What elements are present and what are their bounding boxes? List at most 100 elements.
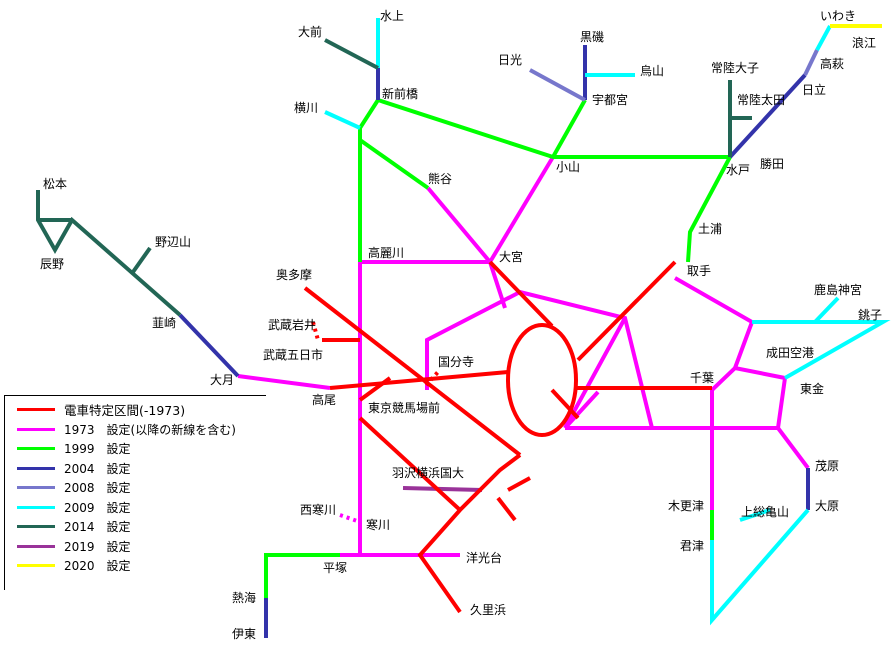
line-loop-diag (550, 388, 580, 420)
station-minakami: 水上 (380, 9, 404, 23)
station-omiya: 大宮 (499, 249, 523, 264)
line-kazusa (710, 508, 810, 626)
station-toride: 取手 (687, 264, 711, 278)
legend-label: 2020 設定 (64, 559, 131, 574)
line-tokaido-south (358, 416, 462, 512)
legend-swatch (17, 447, 55, 451)
station-kashimajingu: 鹿島神宮 (814, 282, 862, 297)
station-takahagi: 高萩 (820, 56, 844, 71)
line-ome (303, 286, 522, 457)
legend-swatch (17, 525, 55, 529)
legend-swatch (17, 544, 55, 548)
station-nirasaki: 韮崎 (152, 316, 176, 330)
line-nikko (529, 68, 586, 102)
station-kuroiso: 黒磯 (580, 30, 604, 44)
station-mobara: 茂原 (815, 459, 839, 473)
yamanote-loop (506, 323, 578, 437)
dotted-branches (311, 321, 440, 524)
line-kokubunji-dotted (424, 370, 440, 387)
station-kokubunji: 国分寺 (438, 355, 474, 369)
station-atami: 熱海 (232, 590, 256, 605)
station-yokodai: 洋光台 (466, 550, 502, 565)
line-toride-ring (576, 260, 677, 362)
station-karasuyama: 烏山 (640, 64, 664, 78)
station-okutama: 奥多摩 (276, 267, 312, 282)
legend-label: 1999 設定 (64, 442, 131, 457)
station-chiba: 千葉 (690, 371, 714, 385)
legend-item: 2019 設定 (5, 537, 266, 557)
station-musashiiwai: 武蔵岩井 (268, 317, 316, 332)
station-hanedayokohama: 羽沢横浜国大 (392, 466, 464, 480)
line-choshi (752, 320, 891, 380)
station-utsunomiya: 宇都宮 (592, 92, 628, 107)
station-matsumoto: 松本 (43, 177, 67, 191)
station-kisarazu: 木更津 (668, 499, 704, 513)
blue-2004-lines (178, 45, 810, 638)
station-shinmaebashi: 新前橋 (382, 86, 418, 101)
station-iwaki: いわき (820, 9, 856, 23)
line-yokosuka-branch-2 (496, 496, 517, 522)
legend-item: 2009 設定 (5, 498, 266, 518)
station-togane: 東金 (800, 381, 824, 396)
station-hitachi: 日立 (802, 82, 826, 97)
line-shinmaebashi-mito (377, 98, 730, 159)
station-tokyokeibajomae: 東京競馬場前 (368, 400, 440, 415)
station-nishisamukawa: 西寒川 (300, 502, 336, 517)
legend-swatch (17, 466, 55, 470)
legend-swatch (17, 564, 55, 568)
line-samukawa-dotted (339, 513, 361, 524)
station-takao: 高尾 (312, 392, 336, 407)
purple-2019-lines (402, 486, 483, 492)
red-specific-lines (303, 260, 712, 614)
legend-label: 2004 設定 (64, 461, 131, 476)
station-nikko: 日光 (498, 53, 522, 67)
line-shonan (358, 376, 392, 402)
station-mito: 水戸 (726, 163, 750, 177)
legend-swatch (17, 408, 55, 412)
legend-label: 2008 設定 (64, 481, 131, 496)
line-omae (324, 38, 379, 70)
station-katsuta: 勝田 (760, 156, 784, 171)
legend-item: 1999 設定 (5, 439, 266, 459)
line-hiratsuka-atami (264, 553, 340, 598)
line-mito-hitachi (728, 73, 807, 159)
line-nobeyama (131, 246, 152, 274)
station-ito: 伊東 (232, 627, 256, 641)
station-yokokawa: 横川 (294, 101, 318, 115)
station-tsuchiura: 土浦 (698, 222, 722, 236)
legend-label: 電車特定区間(-1973) (64, 403, 186, 419)
legend-item: 2008 設定 (5, 478, 266, 498)
magenta-1973-lines (237, 155, 810, 557)
legend-label: 2009 設定 (64, 500, 131, 515)
line-matsumoto-nirasaki (36, 190, 182, 317)
line-utsunomiya-oyama (551, 99, 587, 158)
line-kashima (813, 296, 840, 324)
station-omae: 大前 (298, 24, 322, 39)
line-yokokawa (324, 110, 361, 130)
line-kumagaya-omiya (426, 186, 492, 264)
green-1999-lines (264, 98, 732, 598)
station-nobeyama: 野辺山 (155, 235, 191, 249)
station-takasaki: 高麗川 (368, 245, 404, 260)
station-tatsuno: 辰野 (40, 257, 64, 271)
legend-item: 1973 設定(以降の新線を含む) (5, 420, 266, 440)
legend-label: 2019 設定 (64, 539, 131, 554)
legend-item: 2020 設定 (5, 556, 266, 576)
line-negishi (417, 453, 522, 614)
line-mito-tsuchiura (686, 156, 732, 263)
line-iwai-dotted (311, 321, 320, 341)
violet-2008-lines (529, 49, 819, 102)
line-chuo (329, 370, 509, 390)
teal-2014-lines (36, 38, 752, 317)
line-yokosuka-branch (507, 476, 531, 492)
legend-label: 2014 設定 (64, 520, 131, 535)
line-hazawa (402, 486, 483, 492)
station-hiratsuka: 平塚 (323, 561, 347, 575)
legend-item: 2004 設定 (5, 459, 266, 479)
station-hitachiota: 常陸太田 (737, 92, 785, 107)
line-ring-2 (563, 317, 627, 429)
line-omiya-ring (488, 260, 554, 328)
line-nirasaki-otsuki (178, 313, 240, 378)
station-naritakuko: 成田空港 (766, 346, 814, 360)
